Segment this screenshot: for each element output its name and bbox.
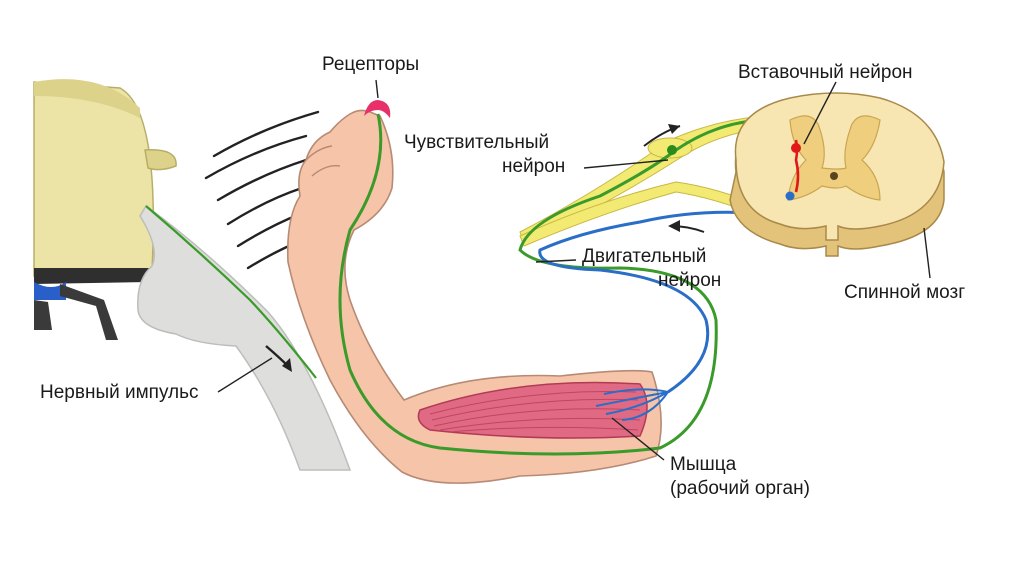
label-nerve-impulse: Нервный импульс [40,382,199,403]
receptors-marker [364,100,391,118]
label-sensory-neuron-1: Чувствительный [404,132,549,153]
label-sensory-neuron-2: нейрон [502,156,565,177]
label-muscle-2: (рабочий орган) [670,478,810,499]
arrow-impulse-direction [265,345,292,372]
label-motor-neuron-2: нейрон [658,270,721,291]
label-interneuron: Вставочный нейрон [738,62,913,83]
leader-lines [217,79,931,461]
label-motor-neuron-1: Двигательный [582,246,706,267]
sensory-neuron-body [667,145,677,155]
arrow-motor-direction [668,220,705,233]
muscle [417,381,648,439]
spinal-cord [729,92,945,257]
sensory-nerve-bundle [519,115,771,247]
label-spinal-cord: Спинной мозг [844,282,965,303]
hot-pot-illustration [33,79,177,340]
label-muscle-1: Мышца [670,454,737,475]
label-receptors: Рецепторы [322,54,419,75]
ghost-arm [137,204,352,471]
motor-neuron-body [785,191,795,201]
motor-nerve-endings [595,388,669,421]
arrow-sensory-direction [643,124,681,147]
interneuron-body [791,143,801,153]
